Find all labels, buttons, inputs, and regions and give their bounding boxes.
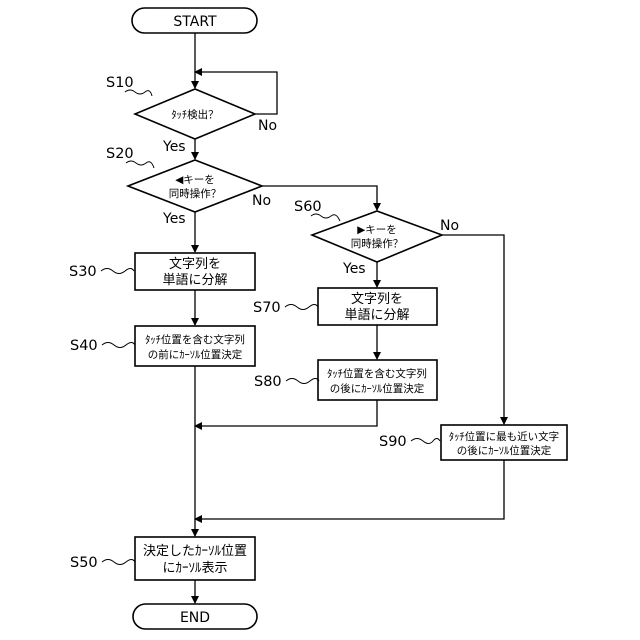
step-s80-leader (286, 379, 319, 384)
s10-text: ﾀｯﾁ検出？ (171, 108, 218, 121)
step-s10-label: S10 (106, 75, 134, 91)
step-s80-label: S80 (254, 374, 282, 390)
end-label: END (180, 610, 210, 626)
s60-no-label: No (440, 218, 459, 234)
s10-decision: ﾀｯﾁ検出？ (135, 89, 255, 139)
step-s50-leader (102, 560, 135, 565)
s70-process: 文字列を 単語に分解 (318, 288, 437, 325)
end-terminal: END (133, 604, 257, 629)
step-s30-leader (101, 269, 134, 274)
start-terminal: START (132, 8, 257, 33)
s80-text-line1: ﾀｯﾁ位置を含む文字列 (327, 367, 427, 380)
s10-yes-label: Yes (162, 139, 186, 155)
s50-process: 決定したｶｰｿﾙ位置 にｶｰｿﾙ表示 (135, 537, 255, 580)
start-label: START (173, 14, 217, 30)
s10-no-label: No (258, 118, 277, 134)
s90-text-line1: ﾀｯﾁ位置に最も近い文字 (449, 430, 559, 443)
edge-s80-merge (195, 400, 377, 426)
s20-text-line1: ◀キーを (175, 174, 215, 186)
s40-text-line2: の前にｶｰｿﾙ位置決定 (148, 348, 243, 361)
step-s50-label: S50 (70, 555, 98, 571)
step-s40-leader (102, 343, 135, 348)
s20-text-line2: 同時操作？ (169, 187, 222, 200)
s70-text-line2: 単語に分解 (344, 307, 409, 323)
step-s30-label: S30 (69, 264, 97, 280)
s30-text-line2: 単語に分解 (162, 272, 227, 288)
step-s70-label: S70 (253, 300, 281, 316)
step-s20-label: S20 (106, 146, 134, 162)
step-s90-leader (411, 439, 440, 444)
edge-s90-merge (195, 460, 504, 519)
step-s60-label: S60 (294, 199, 322, 215)
s50-text-line1: 決定したｶｰｿﾙ位置 (143, 544, 247, 559)
s80-process: ﾀｯﾁ位置を含む文字列 の後にｶｰｿﾙ位置決定 (318, 360, 437, 400)
step-s70-leader (285, 305, 318, 310)
s70-text-line1: 文字列を (351, 292, 403, 307)
s60-text-line1: ▶キーを (357, 224, 397, 236)
s90-text-line2: の後にｶｰｿﾙ位置決定 (457, 444, 552, 457)
s40-process: ﾀｯﾁ位置を含む文字列 の前にｶｰｿﾙ位置決定 (135, 326, 255, 366)
s60-text-line2: 同時操作？ (351, 237, 404, 250)
step-s60-leader (311, 214, 340, 221)
s20-yes-label: Yes (162, 211, 186, 227)
s40-text-line1: ﾀｯﾁ位置を含む文字列 (145, 333, 245, 346)
s50-text-line2: にｶｰｿﾙ表示 (162, 561, 227, 576)
s60-decision: ▶キーを 同時操作？ (312, 211, 442, 262)
s90-process: ﾀｯﾁ位置に最も近い文字 の後にｶｰｿﾙ位置決定 (441, 425, 567, 460)
s20-no-label: No (252, 193, 271, 209)
s80-text-line2: の後にｶｰｿﾙ位置決定 (330, 382, 425, 395)
step-s90-label: S90 (379, 434, 407, 450)
step-s20-leader (126, 161, 154, 168)
step-s40-label: S40 (70, 338, 98, 354)
s20-decision: ◀キーを 同時操作？ (128, 160, 262, 212)
s60-yes-label: Yes (342, 261, 366, 277)
s30-text-line1: 文字列を (169, 257, 221, 272)
s30-process: 文字列を 単語に分解 (135, 253, 255, 290)
edge-s60-no (442, 235, 504, 424)
